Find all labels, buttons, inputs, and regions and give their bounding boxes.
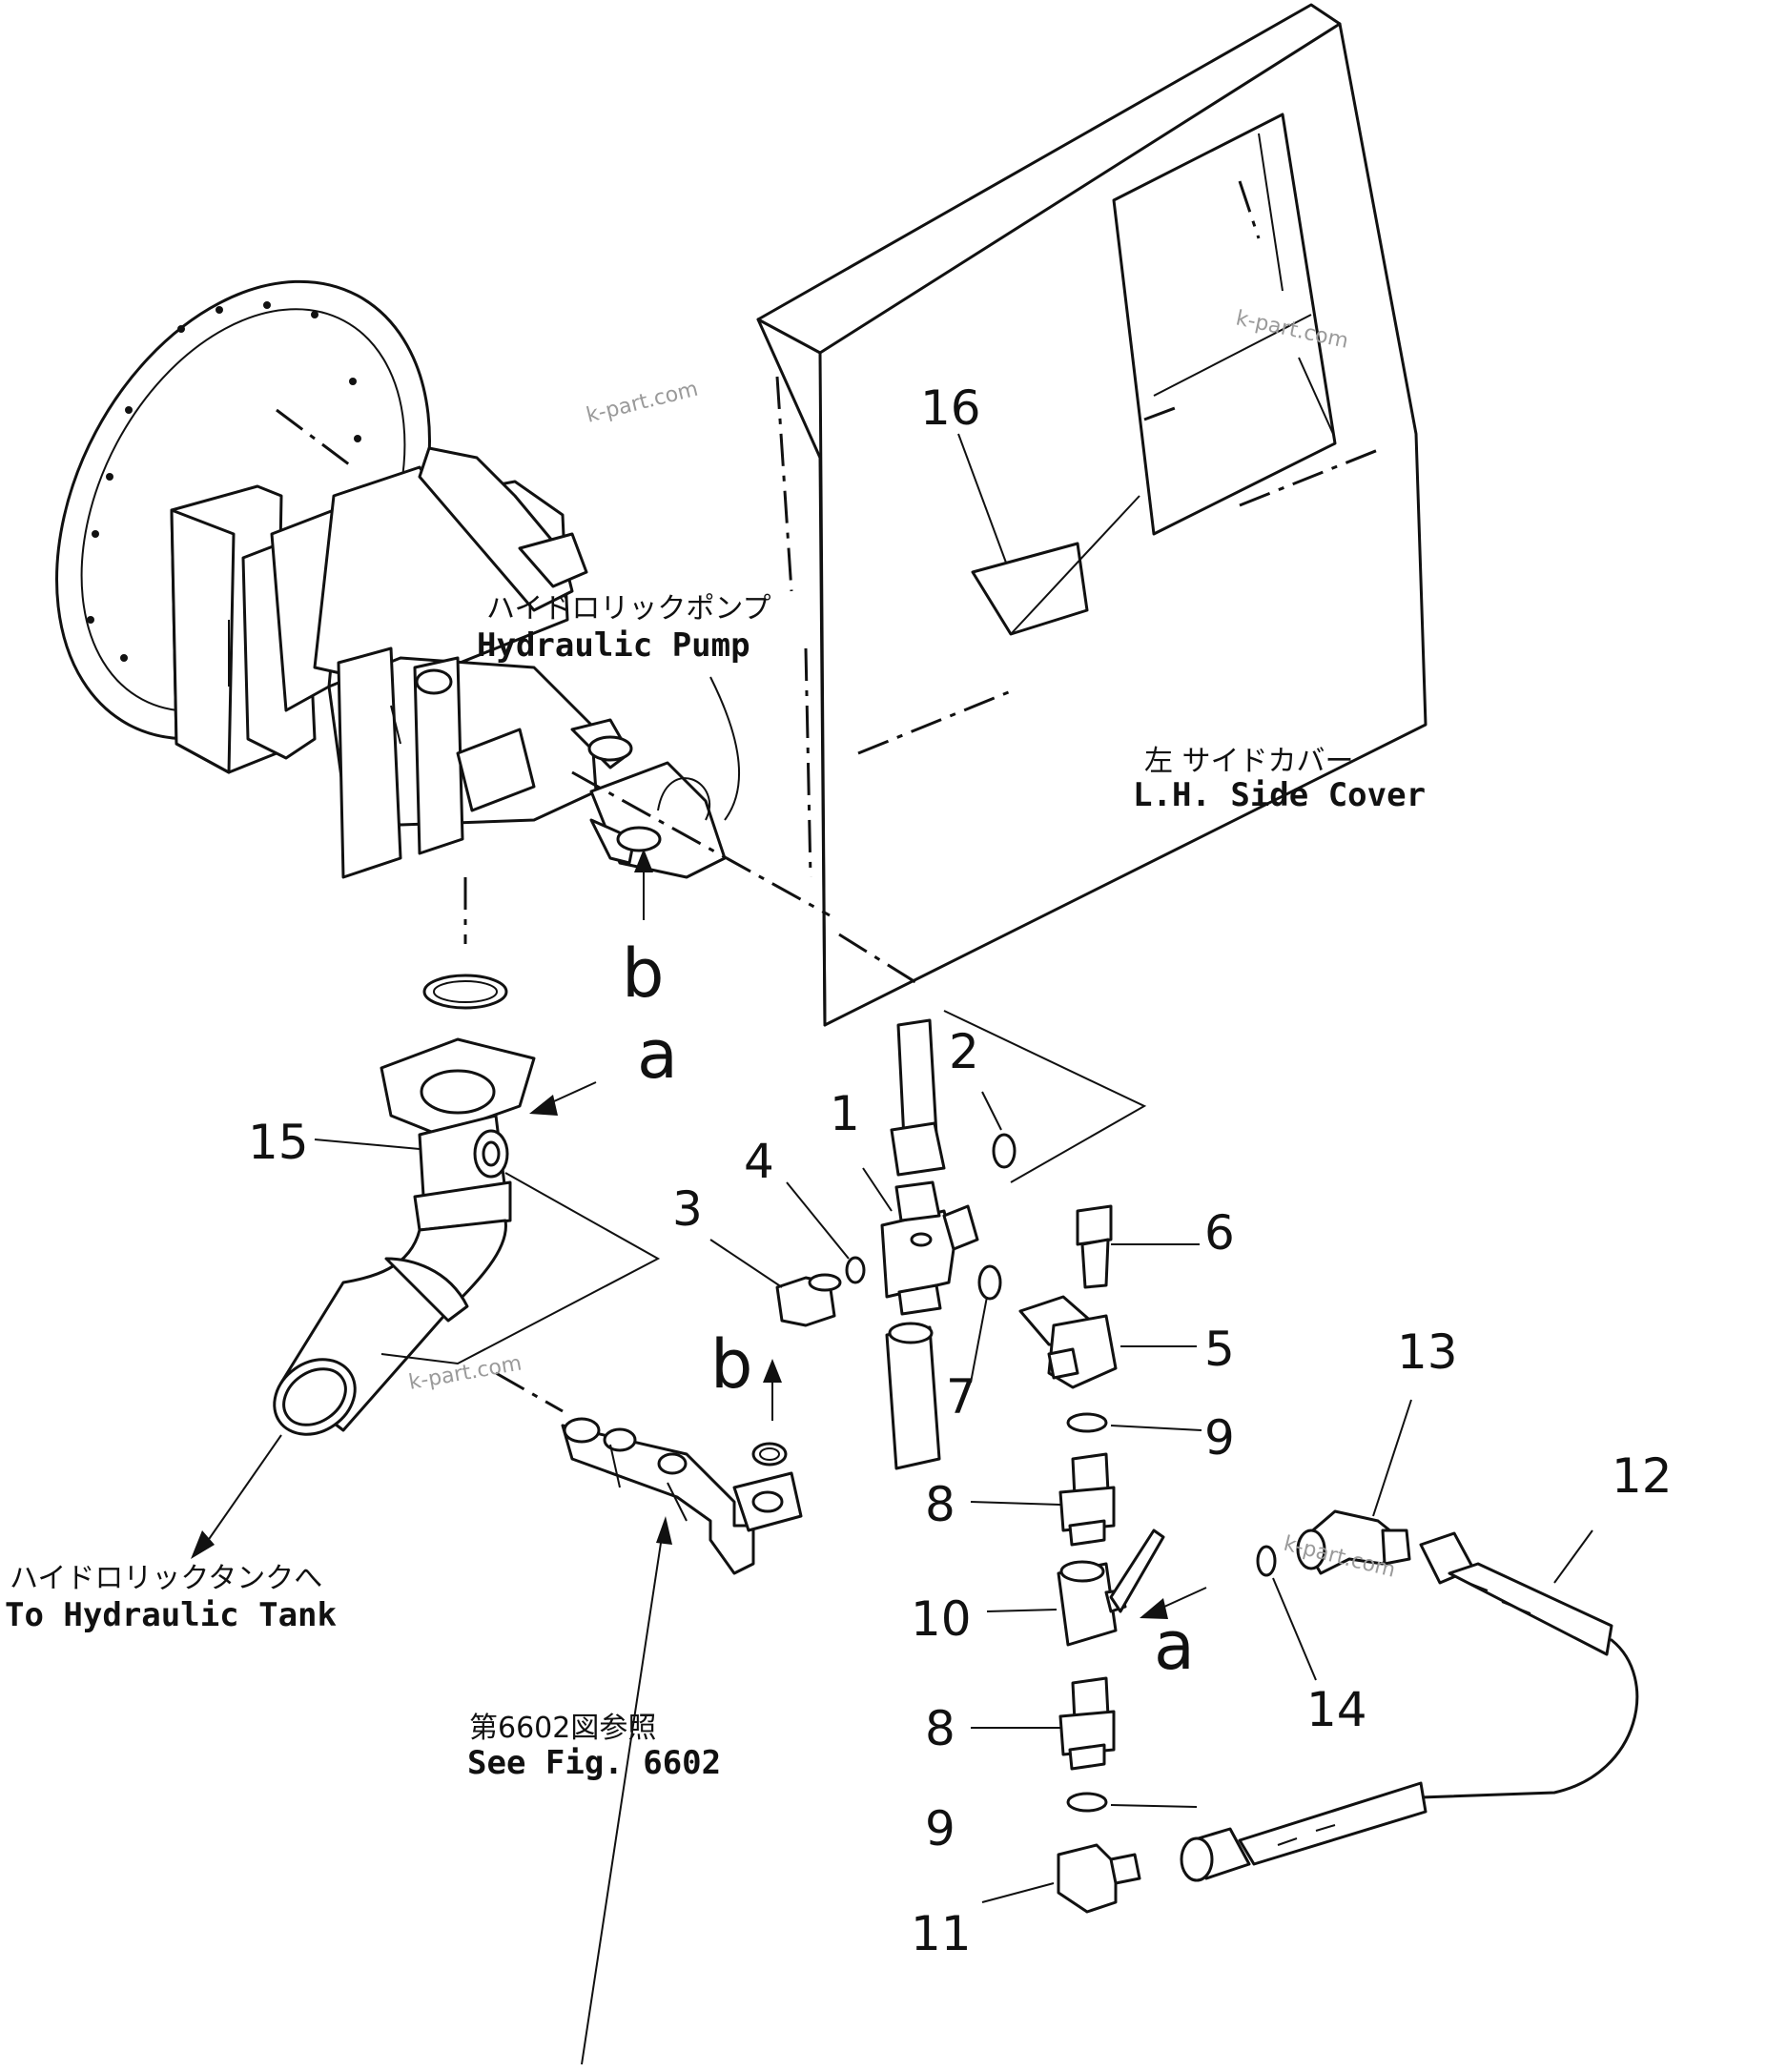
side-cover xyxy=(756,3,1428,1027)
callout-6: 6 xyxy=(1204,1205,1235,1261)
callout-14: 14 xyxy=(1306,1682,1367,1737)
callout-12: 12 xyxy=(1612,1448,1673,1504)
callout-1: 1 xyxy=(830,1086,860,1141)
hydraulic-pump-label: Hydraulic Pump xyxy=(477,626,750,665)
callout-16: 16 xyxy=(920,380,981,436)
view-letter-b-top: b xyxy=(622,934,664,1013)
callout-8-lower: 8 xyxy=(925,1701,955,1756)
suction-elbow xyxy=(273,1037,661,1436)
part-labels: ハイドロリックポンプ Hydraulic Pump 左 サイドカバー L.H. … xyxy=(5,592,1426,1782)
callout-numbers: 1 2 3 4 5 6 7 8 8 9 9 10 11 12 13 14 15 … xyxy=(248,380,1673,1961)
callout-8-upper: 8 xyxy=(925,1477,955,1532)
side-cover-label: L.H. Side Cover xyxy=(1133,776,1426,814)
hydraulic-pump xyxy=(55,279,831,944)
see-fig-label: See Fig. 6602 xyxy=(467,1744,721,1782)
callout-13: 13 xyxy=(1397,1324,1458,1380)
view-letter-a-top: a xyxy=(637,1015,678,1094)
leader-lines xyxy=(191,433,1593,2065)
view-letter-a-bottom: a xyxy=(1154,1607,1195,1685)
callout-2: 2 xyxy=(949,1024,979,1079)
hydraulic-tank-label-jp: ハイドロリックタンクへ xyxy=(10,1562,322,1595)
callout-4: 4 xyxy=(744,1134,774,1189)
callout-15: 15 xyxy=(248,1115,309,1170)
hydraulic-pump-label-jp: ハイドロリックポンプ xyxy=(486,592,771,626)
tee-fitting-group xyxy=(775,1010,1639,1914)
side-cover-label-jp: 左 サイドカバー xyxy=(1144,745,1354,778)
drain-pipe xyxy=(495,1371,803,1575)
watermark: k-part.com xyxy=(584,378,700,428)
view-letter-b-bottom: b xyxy=(710,1325,752,1404)
callout-9-lower: 9 xyxy=(925,1801,955,1857)
callout-11: 11 xyxy=(911,1906,972,1961)
watermark: k-part.com xyxy=(407,1351,524,1394)
callout-3: 3 xyxy=(672,1181,703,1237)
callout-10: 10 xyxy=(911,1591,972,1647)
hydraulic-tank-label: To Hydraulic Tank xyxy=(5,1596,337,1634)
callout-5: 5 xyxy=(1204,1322,1235,1377)
view-letters: a a b b xyxy=(622,934,1195,1685)
see-fig-label-jp: 第6602図参照 xyxy=(469,1712,656,1745)
callout-7: 7 xyxy=(946,1369,976,1425)
callout-9-upper: 9 xyxy=(1204,1410,1235,1466)
